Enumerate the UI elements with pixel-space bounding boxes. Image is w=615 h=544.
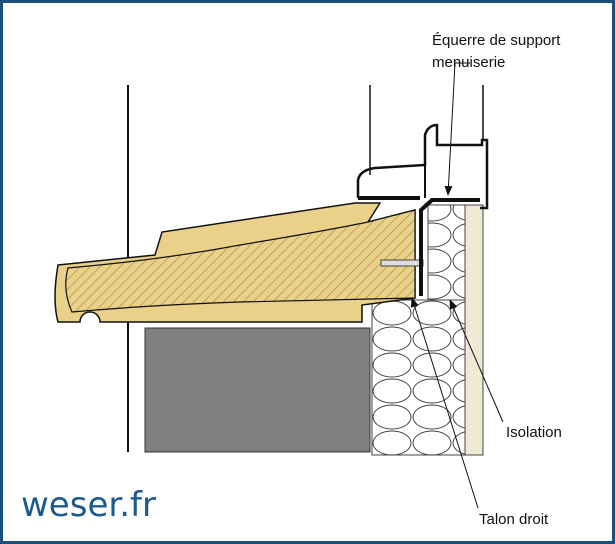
heel-leader	[410, 297, 479, 509]
screw	[380, 259, 424, 267]
label-insulation: Isolation	[506, 424, 562, 441]
cladding-panel	[464, 204, 484, 456]
window-sill-section-drawing	[54, 62, 504, 509]
insulation	[371, 299, 466, 456]
sill-core	[65, 209, 416, 313]
masonry-block	[144, 327, 371, 453]
weser-logo: weser.fr	[21, 485, 156, 525]
window-profile	[356, 123, 489, 210]
label-bracket-line2: menuiserie	[432, 54, 506, 71]
support-bracket	[419, 198, 480, 296]
insulation-leader	[449, 299, 504, 423]
bracket-leader	[444, 62, 470, 196]
label-heel: Talon droit	[479, 511, 549, 528]
insulation-upper	[427, 204, 466, 301]
label-bracket-line1: Équerre de support	[432, 32, 561, 49]
